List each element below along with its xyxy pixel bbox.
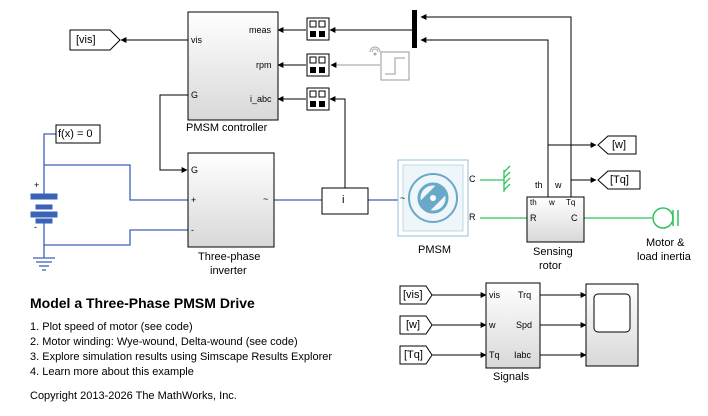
sensing-port-r: R [530,213,537,223]
controller-port-rpm: rpm [256,60,272,70]
rate-transition-meas[interactable] [306,17,330,41]
sensing-port-w-out: w [555,180,562,190]
signals-port-spd: Spd [516,320,533,330]
controller-port-g: G [191,90,199,100]
copyright: Copyright 2013-2026 The MathWorks, Inc. [30,390,237,402]
pmsm-name: PMSM [418,244,451,256]
rate-transition-iabc[interactable] [306,87,330,111]
pmsm-port-c: C [469,174,476,184]
solver-label: f(x) = 0 [58,128,93,140]
pmsm-port-r: R [469,212,476,222]
goto-w-tag[interactable] [597,135,637,155]
inverter-name-line1: Three-phase [198,251,261,263]
inverter-port-ac: ~ [263,194,269,204]
goto-vis-tag[interactable] [69,29,121,51]
signals-port-tq: Tq [489,350,500,360]
battery-icon[interactable] [30,193,58,224]
sensing-port-w-in: w [549,198,555,207]
three-phase-inverter-block[interactable] [187,152,275,248]
wireless-icon [369,46,381,56]
electrical-lines [43,133,398,258]
current-sensor-block[interactable] [321,187,369,215]
sensing-rotor-block[interactable] [526,196,585,243]
sensing-name-line1: Sensing [533,246,573,258]
from-tq-label: [Tq] [404,349,423,361]
mux-block[interactable] [412,10,417,48]
mechanical-lines [480,179,652,219]
from-vis-label: [vis] [403,289,423,301]
step-2-link[interactable]: 2. Motor winding: Wye-wound, Delta-wound… [30,336,298,348]
sensing-port-c: C [571,213,578,223]
ground-icon [33,257,55,271]
signal-lines [120,14,597,358]
signals-port-vis: vis [489,290,500,300]
load-name-line2: load inertia [637,251,691,263]
model-title: Model a Three-Phase PMSM Drive [30,295,255,311]
battery-minus: - [34,222,37,232]
sensing-port-th-out: th [535,180,543,190]
pmsm-block[interactable] [397,159,469,237]
goto-w-label: [w] [612,139,627,151]
step-1-link[interactable]: 1. Plot speed of motor (see code) [30,321,193,333]
goto-tq-label: [Tq] [610,174,629,186]
inverter-port-minus: - [191,225,194,235]
solver-configuration-block[interactable] [55,124,101,144]
pmsm-controller-block[interactable] [187,11,279,121]
step-4-link[interactable]: 4. Learn more about this example [30,366,194,378]
sensing-name-line2: rotor [539,260,562,272]
goto-tq-tag[interactable] [597,170,641,190]
mechanical-reference-icon [503,165,511,192]
controller-port-iabc: i_abc [250,94,272,104]
current-sensor-label: i [342,194,345,206]
inertia-icon[interactable] [652,207,679,229]
signals-port-w: w [489,320,496,330]
controller-port-meas: meas [249,25,272,35]
step-3-link[interactable]: 3. Explore simulation results using Sims… [30,351,333,363]
sensing-port-tq: Tq [566,198,576,207]
controller-name: PMSM controller [186,122,268,134]
rate-transition-rpm[interactable] [306,53,330,77]
from-w-tag[interactable] [399,315,433,335]
rate-transition-blocks [306,17,330,111]
from-w-label: [w] [406,319,421,331]
inverter-name-line2: inverter [210,265,247,277]
pmsm-port-ac: ~ [400,193,406,203]
controller-port-vis: vis [191,35,202,45]
load-name-line1: Motor & [646,237,685,249]
scope-block[interactable] [585,283,639,367]
step-source-block[interactable] [380,51,410,81]
steps-list: 1. Plot speed of motor (see code) 2. Mot… [30,320,332,380]
from-tq-tag[interactable] [399,345,433,365]
sensing-port-th: th [530,198,537,207]
from-vis-tag[interactable] [399,285,433,305]
signals-port-iabc: Iabc [514,350,532,360]
battery-plus: + [34,180,40,190]
signals-port-trq: Trq [518,290,532,300]
inverter-port-plus: + [191,195,197,205]
inverter-port-g: G [191,165,199,175]
signals-block[interactable] [485,282,541,369]
signals-name: Signals [493,371,530,383]
goto-vis-label: [vis] [76,34,96,46]
